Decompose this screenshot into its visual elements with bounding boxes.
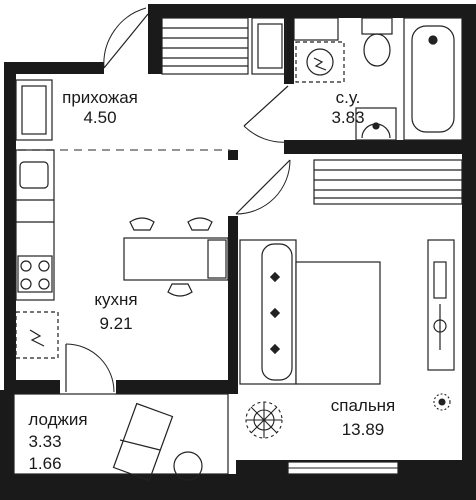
hallway-area: 4.50 <box>83 108 117 127</box>
bathroom-sink <box>355 107 397 141</box>
wardrobe-top <box>161 17 249 75</box>
wall-top <box>148 4 476 18</box>
bedroom-plant-small <box>433 393 451 411</box>
wall-kitchen-bedroom <box>228 216 238 394</box>
bedroom-plant <box>245 401 283 439</box>
hallway-name: прихожая <box>62 88 138 107</box>
wall-bath-left-upper <box>284 14 294 84</box>
loggia-area-full: 3.33 <box>28 432 62 451</box>
washing-machine <box>251 17 287 75</box>
wall-entry-top <box>4 62 104 74</box>
kitchen-counter <box>15 149 55 301</box>
bedroom-door-arc <box>235 159 291 215</box>
bathroom-door-arc <box>243 125 289 143</box>
bed <box>239 239 381 385</box>
wall-right <box>462 4 476 500</box>
loggia-area-reduced: 1.66 <box>28 454 62 473</box>
bedroom-name: спальня <box>330 396 396 415</box>
wall-bottom <box>0 474 476 500</box>
walls <box>0 4 476 500</box>
bathroom-area: 3.83 <box>331 108 365 127</box>
wall-left <box>4 62 16 388</box>
loggia-name: лоджия <box>28 410 88 429</box>
entry-door-leaf <box>103 13 149 69</box>
loggia-outline <box>13 393 229 475</box>
bedroom-door-leaf <box>235 159 291 215</box>
hallway-wardrobe <box>15 79 53 141</box>
wall-kitchen-loggia-a <box>4 380 60 394</box>
balcony-door-arc <box>65 343 115 393</box>
bedroom-wardrobe <box>313 159 463 205</box>
water-heater <box>293 17 339 41</box>
kitchen-sink <box>19 161 49 189</box>
wall-entry-right <box>148 4 162 74</box>
entry-door-arc <box>103 7 147 69</box>
bedroom-area: 13.89 <box>341 420 385 439</box>
toilet <box>361 17 393 67</box>
dining-set <box>123 217 229 297</box>
bathtub <box>403 17 463 141</box>
loggia-lounger <box>112 402 174 482</box>
bathroom-fixture-box <box>295 41 345 83</box>
kitchen-name: кухня <box>94 290 138 309</box>
wall-kitchen-loggia-b <box>116 380 236 394</box>
wall-stub <box>228 150 238 160</box>
tv-stand <box>427 239 455 371</box>
fridge <box>15 311 59 359</box>
wall-bath-bottom <box>284 140 462 154</box>
loggia-table <box>173 451 203 481</box>
bathroom-name: с.у. <box>335 88 361 107</box>
bathroom-door-leaf <box>243 85 289 127</box>
wall-loggia-left <box>0 390 14 500</box>
kitchen-area: 9.21 <box>99 314 133 333</box>
